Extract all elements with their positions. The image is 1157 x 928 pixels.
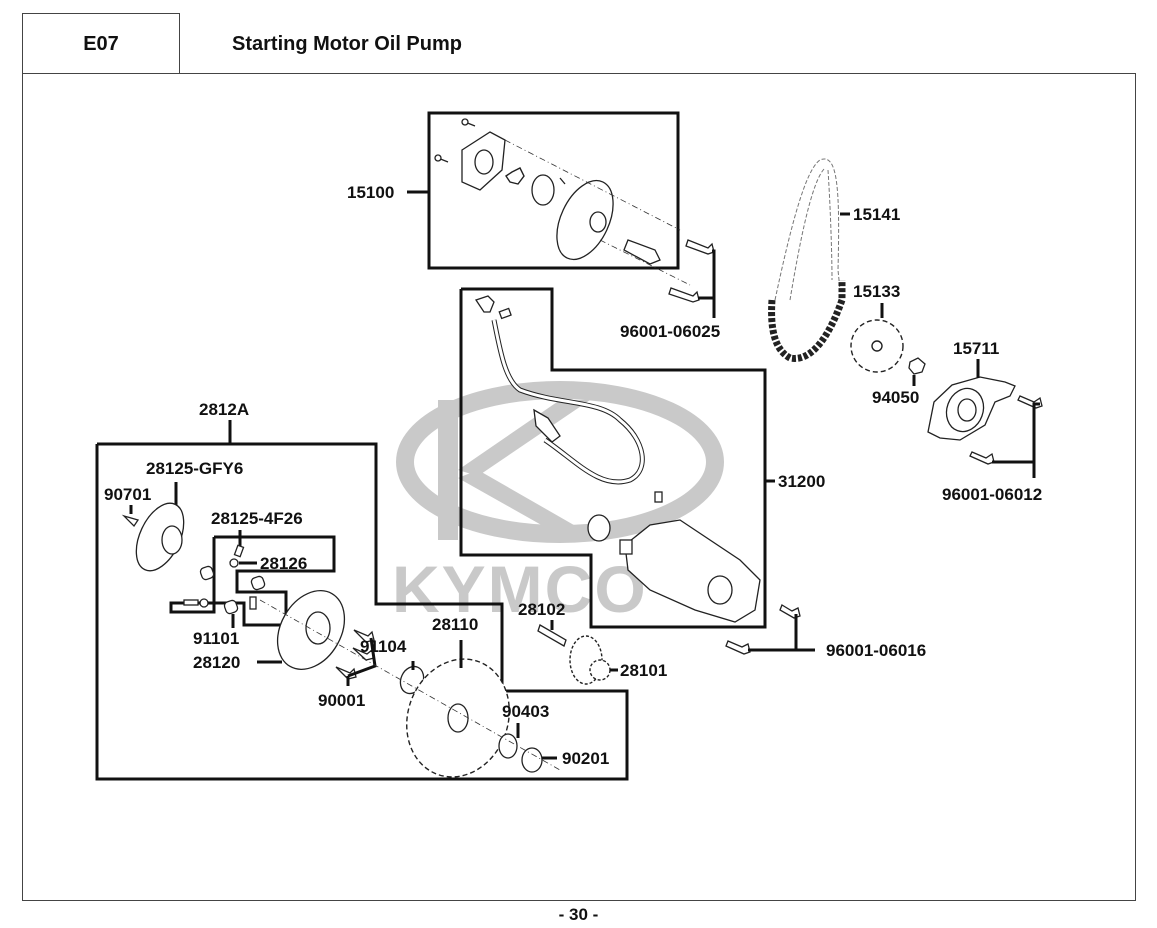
label-2812A: 2812A <box>199 400 249 419</box>
cable-terminal <box>498 307 512 320</box>
cable-connector <box>533 408 561 443</box>
idle-gear-group: 28102 28101 <box>518 600 667 685</box>
pump-cover-hole <box>957 398 977 422</box>
chain-links <box>768 280 846 362</box>
page-title: Starting Motor Oil Pump <box>232 33 462 55</box>
starter-cable-inner <box>492 319 644 484</box>
label-91101: 91101 <box>193 629 239 648</box>
label-96001-06025: 96001-06025 <box>620 322 720 341</box>
clutch-bolt-leader <box>347 637 377 678</box>
flange-nut <box>521 747 543 773</box>
spring-2 <box>249 596 257 610</box>
drive-chain-group: 15141 <box>768 158 900 362</box>
label-15100: 15100 <box>347 183 394 202</box>
label-28125-4F26: 28125-4F26 <box>211 509 303 528</box>
motor-screw <box>654 491 663 503</box>
label-90201: 90201 <box>562 749 609 768</box>
watermark-k-stem <box>438 400 458 540</box>
clutch-axis-line <box>259 599 561 771</box>
label-28126: 28126 <box>260 554 307 573</box>
pump-screw-1 <box>461 118 469 126</box>
starting-motor-group: 31200 <box>459 287 825 629</box>
motor-pinion <box>619 539 633 555</box>
label-28125-GFY6: 28125-GFY6 <box>146 459 243 478</box>
label-94050: 94050 <box>872 388 919 407</box>
sprocket-nut <box>908 357 926 375</box>
pump-housing <box>556 179 614 261</box>
outer-rotor <box>531 174 555 206</box>
clutch-outer-hole <box>305 611 331 645</box>
pump-housing-hub <box>589 211 607 233</box>
pump-plate-hole <box>474 149 494 175</box>
starter-clutch-group: 2812A 28125-GFY6 90701 28125-4F26 28126 … <box>95 400 629 781</box>
page-number: - 30 - <box>558 905 599 924</box>
woodruff-key <box>121 514 140 528</box>
oil-pump-bolts-group: 96001-06025 <box>620 239 720 341</box>
motor-bolt-2 <box>725 640 751 655</box>
section-code-cell <box>22 13 180 73</box>
washer <box>498 733 518 759</box>
label-28110: 28110 <box>432 615 478 634</box>
driven-gear-hole <box>447 703 469 733</box>
diagram-frame <box>22 73 1136 901</box>
pump-bolt-leader <box>698 249 716 300</box>
roller-1 <box>199 565 215 581</box>
cable-boot <box>474 295 495 313</box>
o-ring <box>587 514 611 542</box>
watermark-k-arms <box>458 400 600 540</box>
label-15141: 15141 <box>853 205 900 224</box>
label-90701: 90701 <box>104 485 151 504</box>
oil-pump-group: 15100 <box>347 111 691 286</box>
cover-bolt-1 <box>1017 395 1043 409</box>
pump-shaft <box>623 239 661 265</box>
clutch-spring <box>233 544 245 558</box>
label-90001: 90001 <box>318 691 365 710</box>
label-28101: 28101 <box>620 661 667 680</box>
watermark-text: KYMCO <box>392 552 648 626</box>
label-31200: 31200 <box>778 472 825 491</box>
idle-gear-small <box>589 659 611 681</box>
idle-shaft <box>537 624 567 647</box>
pump-bolt-2 <box>668 287 700 303</box>
clutch-flange <box>135 502 185 572</box>
clutch-pin <box>223 599 239 615</box>
chain-upper-outline <box>774 158 841 301</box>
pump-bolt-1 <box>685 239 715 255</box>
kymco-watermark: KYMCO <box>392 381 724 626</box>
motor-bolts-group: 96001-06016 <box>725 604 926 660</box>
cover-bolt-2 <box>969 451 995 465</box>
clutch-flange-hub <box>161 525 183 555</box>
sprocket-group: 15133 94050 <box>850 282 926 407</box>
motor-bolt-leader <box>748 614 798 652</box>
label-15133: 15133 <box>853 282 900 301</box>
roller-cap <box>199 598 209 608</box>
spring-part <box>183 599 199 606</box>
cover-bolt-leader <box>992 402 1040 464</box>
pump-pin <box>559 177 566 185</box>
chain-upper-inner <box>789 167 833 301</box>
pump-screw-2 <box>434 154 442 162</box>
clutch-roller-small <box>229 558 239 568</box>
pump-axis-line-2 <box>599 239 691 286</box>
label-96001-06012: 96001-06012 <box>942 485 1042 504</box>
section-code: E07 <box>83 33 119 55</box>
roller-2 <box>250 575 266 591</box>
clutch-bolt-1 <box>353 629 375 643</box>
label-90403: 90403 <box>502 702 549 721</box>
label-28120: 28120 <box>193 653 240 672</box>
starting-motor-box <box>459 287 767 629</box>
label-15711: 15711 <box>953 339 999 358</box>
label-91104: 91104 <box>360 637 407 656</box>
label-96001-06016: 96001-06016 <box>826 641 926 660</box>
label-28102: 28102 <box>518 600 565 619</box>
pump-cover-group: 15711 96001-06012 <box>927 339 1043 504</box>
sprocket-hole <box>871 340 883 352</box>
motor-end-hole <box>707 575 733 605</box>
inner-rotor <box>505 167 525 185</box>
